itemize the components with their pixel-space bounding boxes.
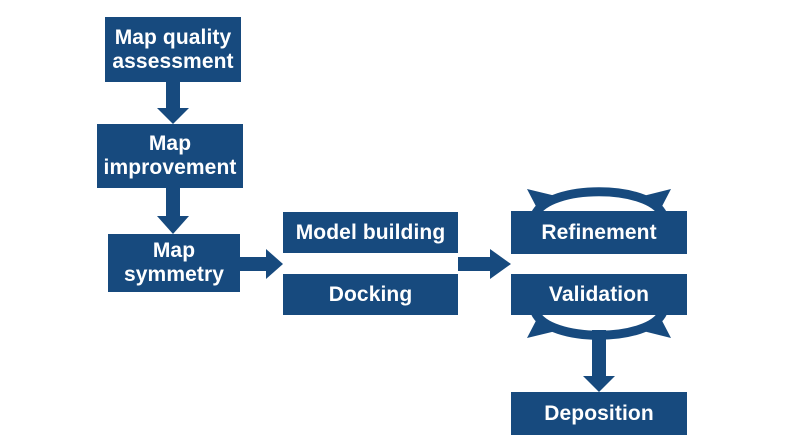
connector-symmetry-to-building-docking xyxy=(240,249,283,279)
node-label: Deposition xyxy=(544,401,654,425)
node-map-improvement[interactable]: Map improvement xyxy=(97,124,243,188)
node-model-building[interactable]: Model building xyxy=(283,212,458,253)
connector-refinement-validation-cycle-bottom xyxy=(527,309,671,340)
node-deposition[interactable]: Deposition xyxy=(511,392,687,435)
node-label: Docking xyxy=(328,282,413,306)
node-label-line1: Map quality xyxy=(114,25,232,49)
node-label: Model building xyxy=(295,220,446,244)
node-validation[interactable]: Validation xyxy=(511,274,687,315)
node-label-line2: assessment xyxy=(112,49,234,73)
node-label-line2: improvement xyxy=(103,156,237,179)
node-label-line2: symmetry xyxy=(123,263,225,286)
connector-cycle-to-deposition xyxy=(583,330,615,392)
node-refinement[interactable]: Refinement xyxy=(511,211,687,254)
connector-improvement-to-symmetry xyxy=(157,188,189,234)
connector-building-docking-to-refinement-validation xyxy=(458,249,511,279)
node-label: Validation xyxy=(548,282,650,306)
node-map-symmetry[interactable]: Map symmetry xyxy=(108,234,240,292)
node-label: Refinement xyxy=(541,220,657,244)
connector-assessment-to-improvement xyxy=(157,82,189,124)
node-label-line1: Map xyxy=(152,239,196,263)
node-map-quality-assessment[interactable]: Map quality assessment xyxy=(105,17,241,82)
node-label-line1: Map xyxy=(148,132,192,156)
node-docking[interactable]: Docking xyxy=(283,274,458,315)
